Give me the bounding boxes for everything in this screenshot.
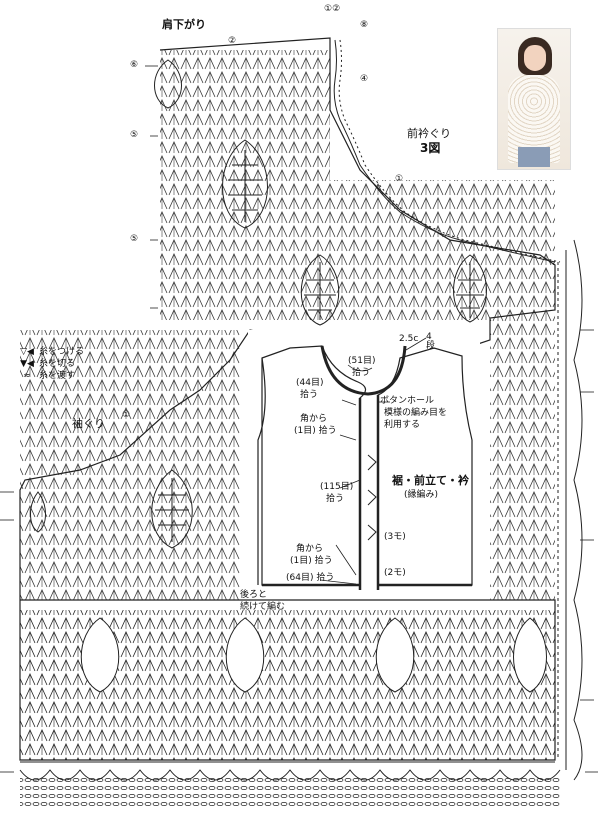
row-marker: ① — [122, 410, 131, 420]
label-border-subtitle: (縁編み) — [404, 490, 439, 500]
label-two-mo: (2モ) — [384, 568, 406, 578]
label-gauge-rows: 4段 — [426, 332, 436, 351]
label-figure-no: 3図 — [420, 141, 441, 155]
label-corner-b-count: (1目) 拾う — [290, 556, 333, 566]
legend: ▽◀ 糸をつける ▼◀ 糸を切る ≈ 糸を渡す — [18, 346, 84, 382]
cut-yarn-icon: ▼◀ — [20, 359, 34, 369]
neckline-edge — [333, 39, 561, 263]
row-marker: ⑥ — [130, 60, 139, 70]
label-back-neck-count: (51目) — [348, 356, 376, 366]
top-marker: ①② — [324, 4, 341, 14]
label-corner-a: 角から — [300, 414, 328, 424]
hem-edging — [19, 769, 561, 808]
carry-yarn-icon: ≈ — [23, 371, 31, 381]
label-button-hole-note1: 模様の編み目を — [384, 408, 448, 418]
label-corner-b: 角から — [296, 544, 324, 554]
front-band — [557, 239, 583, 781]
lower-pineapples — [80, 617, 547, 693]
label-front-edge-pick: 拾う — [326, 494, 345, 504]
label-front-edge-count: (115目) — [320, 482, 354, 492]
label-corner-a-count: (1目) 拾う — [294, 426, 337, 436]
pineapple-motifs — [30, 59, 487, 549]
label-gauge: 2.5c — [399, 334, 419, 344]
label-three-mo: (3モ) — [384, 532, 406, 542]
label-front-neck-count: (44目) — [296, 378, 324, 388]
legend-item: ≈ 糸を渡す — [18, 370, 84, 382]
row-marker: ① — [395, 174, 404, 184]
label-button-hole-note2: 利用する — [384, 420, 421, 430]
row-marker: ⑤ — [130, 234, 139, 244]
upper-lace — [20, 50, 555, 600]
legend-text: 糸をつける — [39, 347, 85, 357]
label-front-neck-pick: 拾う — [300, 390, 319, 400]
row-marker: ⑧ — [360, 20, 369, 30]
row-marker: ② — [228, 36, 237, 46]
label-front-neckline: 前衿ぐり — [407, 127, 451, 140]
label-shoulder-decrease: 肩下がり — [162, 18, 206, 31]
label-hem-count: (64目) 拾う — [286, 573, 335, 583]
top-marker: ④ — [360, 74, 369, 84]
label-border-title: 裾・前立て・衿 — [392, 474, 469, 487]
label-armhole: 袖ぐり — [72, 417, 105, 430]
legend-item: ▽◀ 糸をつける — [18, 346, 84, 358]
label-back-neck-pick: 拾う — [352, 368, 371, 378]
attach-yarn-icon: ▽◀ — [20, 347, 34, 357]
schematic — [248, 330, 480, 595]
legend-text: 糸を渡す — [39, 371, 76, 381]
row-marker: ⑤ — [130, 130, 139, 140]
edge-ticks — [0, 65, 598, 773]
legend-text: 糸を切る — [39, 359, 76, 369]
model-photo — [497, 28, 571, 170]
label-join-2: 続けて編む — [240, 602, 286, 612]
label-join-1: 後ろと — [240, 590, 268, 600]
legend-item: ▼◀ 糸を切る — [18, 358, 84, 370]
label-button-hole: ボタンホール — [380, 396, 435, 406]
